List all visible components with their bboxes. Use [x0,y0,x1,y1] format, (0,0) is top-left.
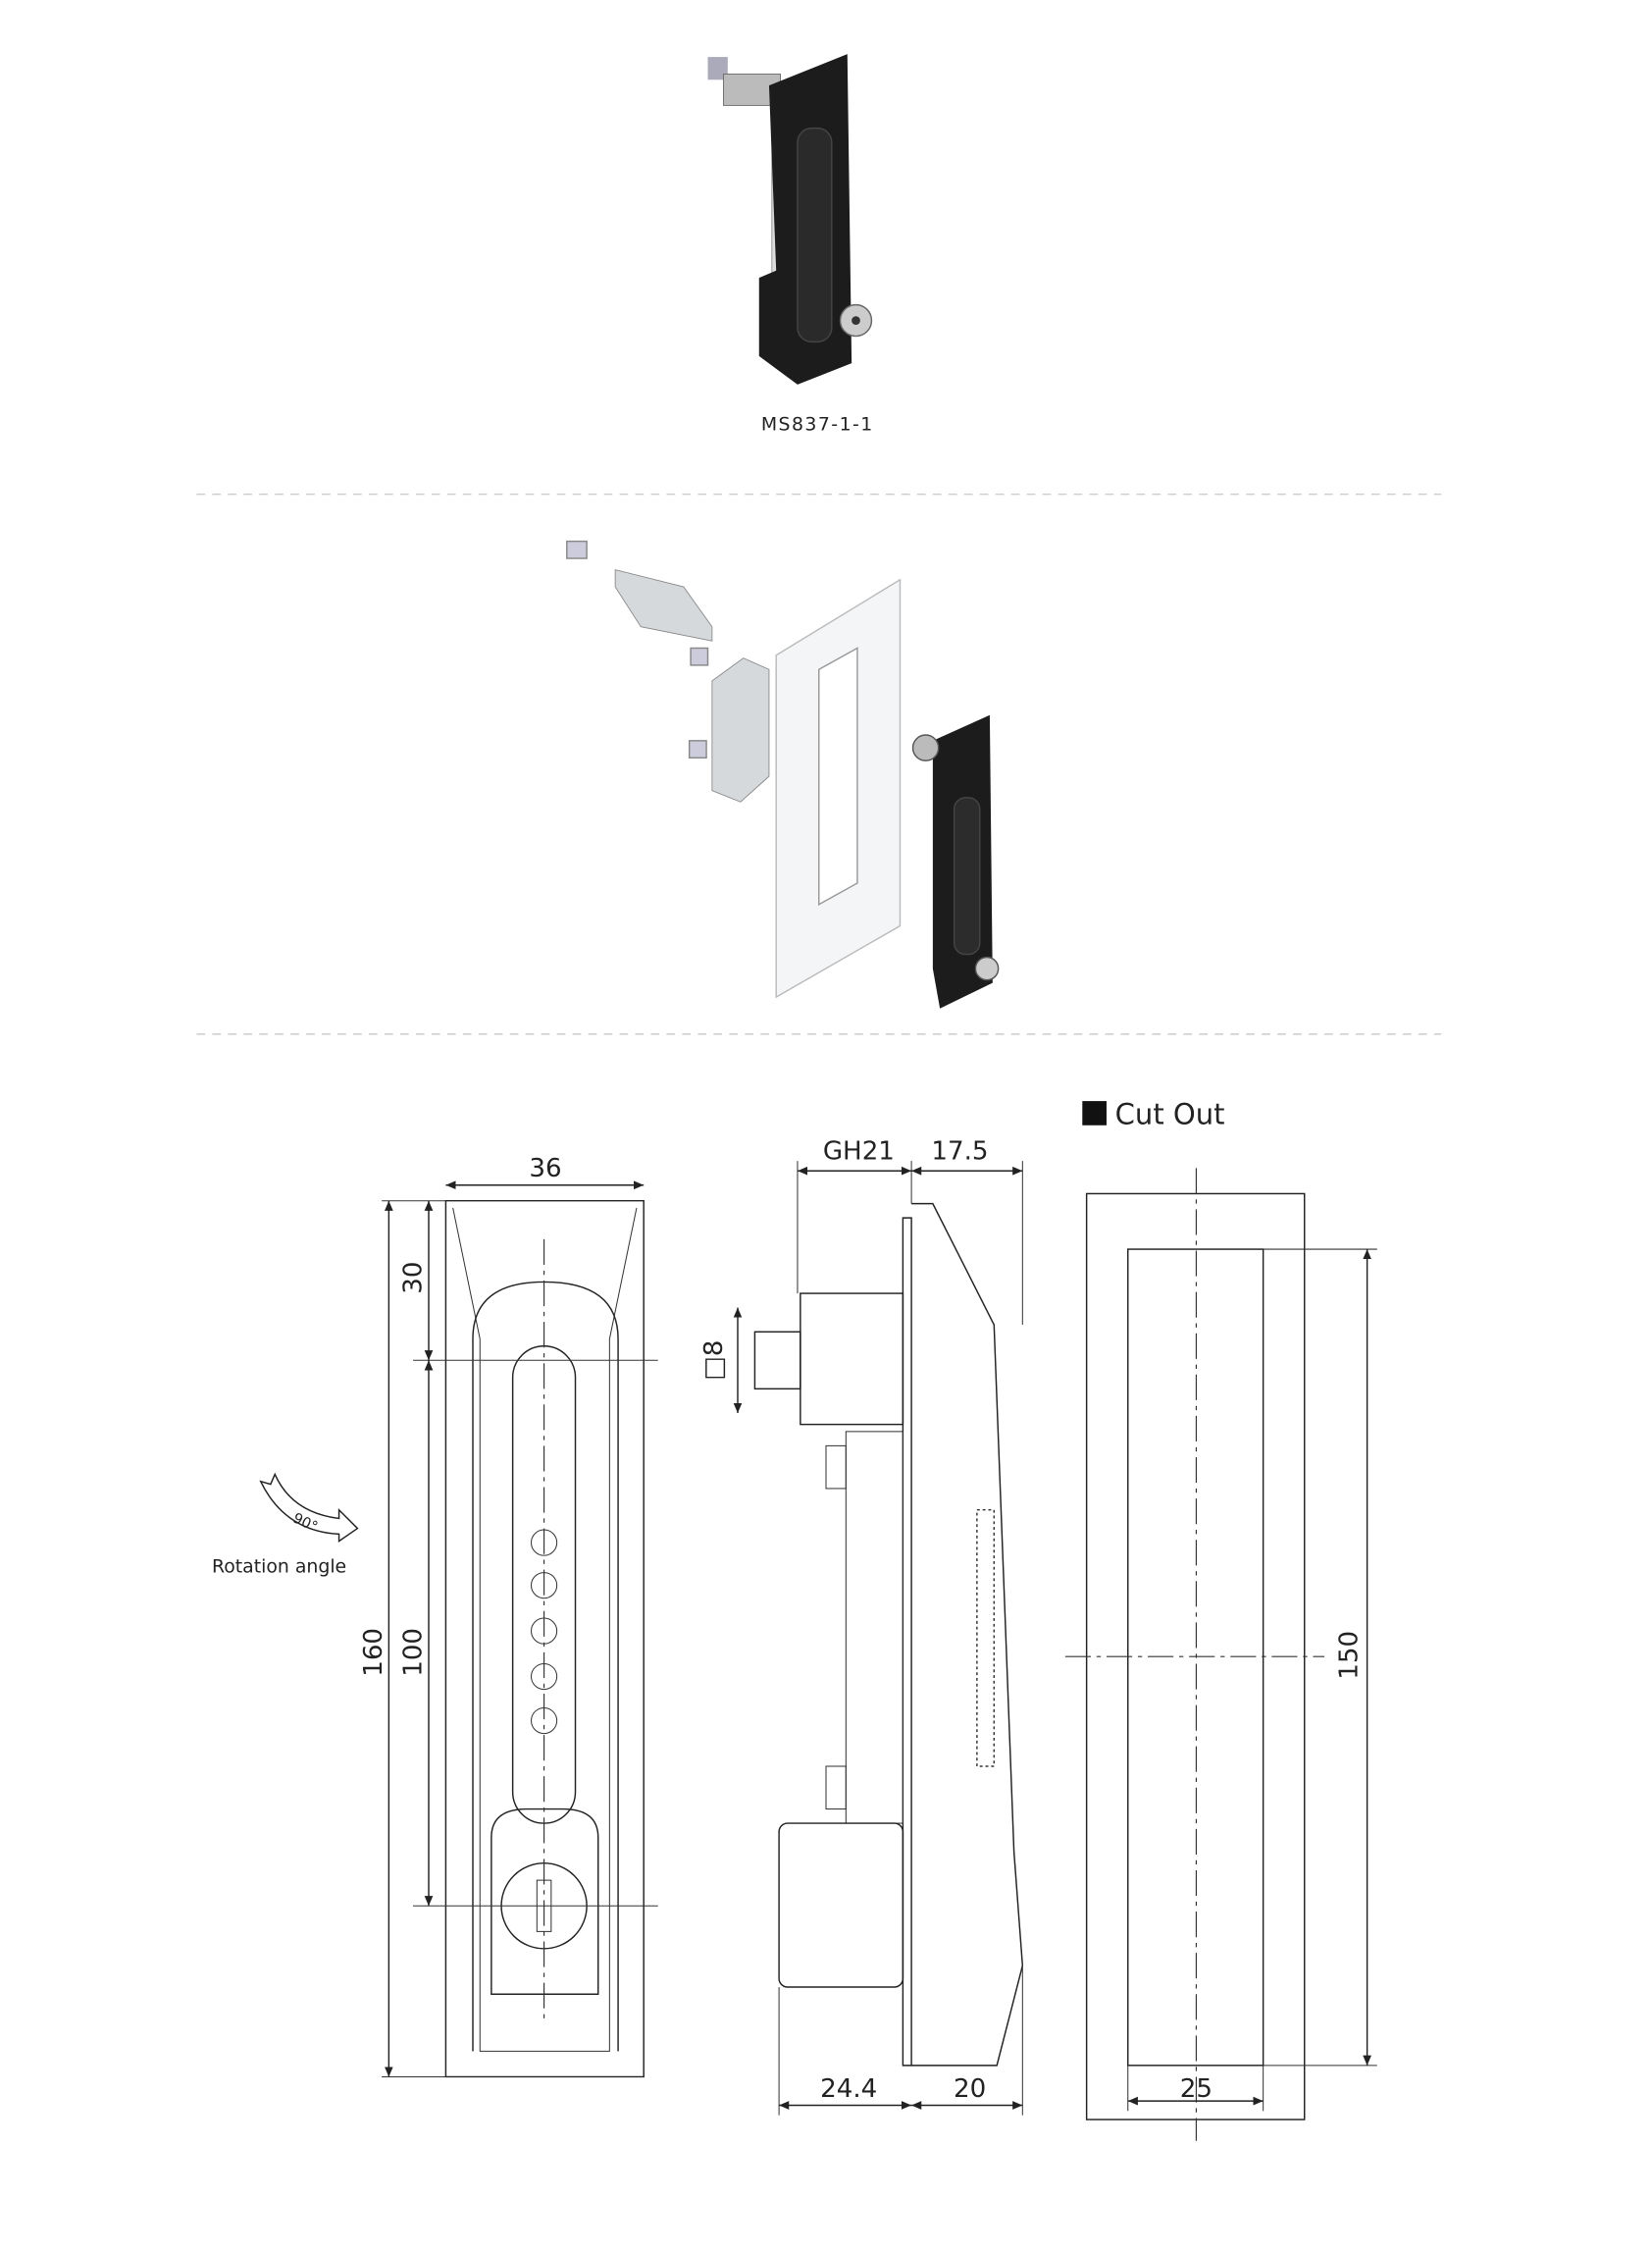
dim-cut-out-width: 25 [1180,2074,1213,2104]
rotation-caption: Rotation angle [212,1556,346,1578]
dim-cut-out-height: 150 [1334,1631,1364,1680]
dim-front-depth: 20 [954,2074,986,2104]
rotation-arrow-icon [259,1472,359,1544]
cut-out-legend-icon [1082,1101,1107,1126]
product-render [707,54,873,385]
side-view [733,1161,1024,2116]
dim-thread: GH21 [823,1137,895,1167]
product-model-caption: MS837-1-1 [761,413,874,435]
rotation-angle: 90° [290,1510,320,1535]
dim-square-spindle: □8 [699,1340,729,1381]
dim-depth: 17.5 [931,1137,988,1167]
exploded-view [566,540,1000,1009]
cut-out-title: Cut Out [1115,1097,1225,1130]
front-view [382,1180,658,2078]
dim-width: 36 [529,1154,561,1183]
dim-hole-spacing: 100 [399,1628,429,1677]
dim-height: 160 [359,1628,388,1677]
cut-out-view [1064,1168,1377,2141]
dim-top-offset: 30 [399,1261,429,1293]
dim-body-depth: 24.4 [820,2074,877,2104]
